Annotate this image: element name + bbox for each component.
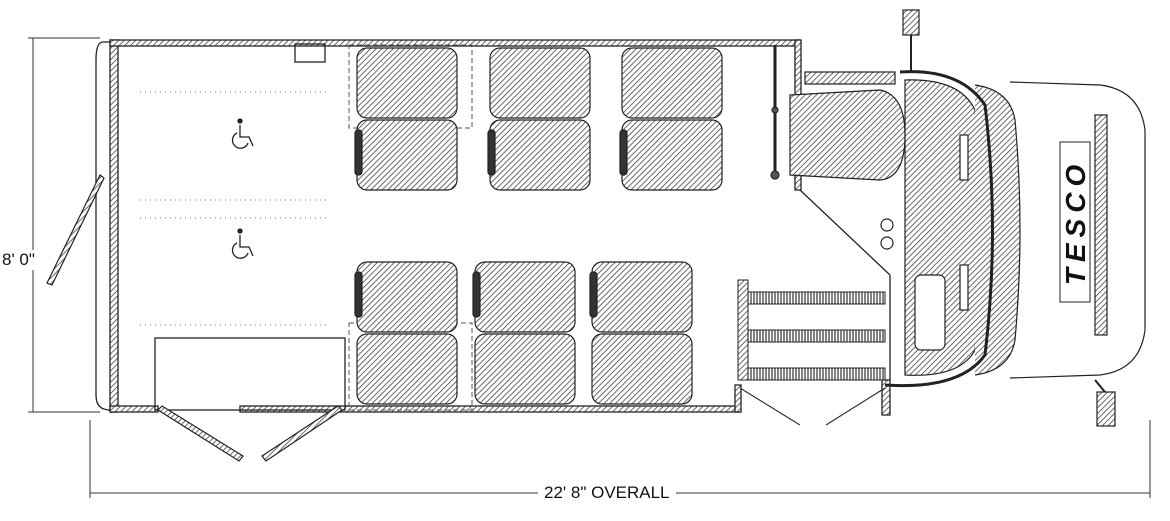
passenger-seats [354,47,723,405]
wheelchair-bay-markings [140,91,330,326]
svg-text:TESCO: TESCO [1060,159,1091,285]
seat-column-top-2 [487,47,591,191]
length-dimension-label: 22' 8" OVERALL [538,483,676,503]
seat-column-bottom-2 [472,261,576,405]
seat-column-bottom-3 [589,261,693,405]
driver-seat [789,89,906,181]
seat-column-top-3 [619,47,723,191]
seat-column-top-1 [354,47,458,191]
width-dimension-label: 8' 0" [0,250,37,270]
tesco-logo: TESCO [1059,141,1091,303]
driver-area [770,9,1146,427]
bus-body [95,39,891,416]
width-dimension-line [28,37,100,413]
doors [46,174,886,462]
wheelchair-lift [737,279,886,381]
wheelchair-icon [231,228,254,259]
seat-column-bottom-1 [354,261,458,405]
wheelchair-icon [231,118,254,149]
